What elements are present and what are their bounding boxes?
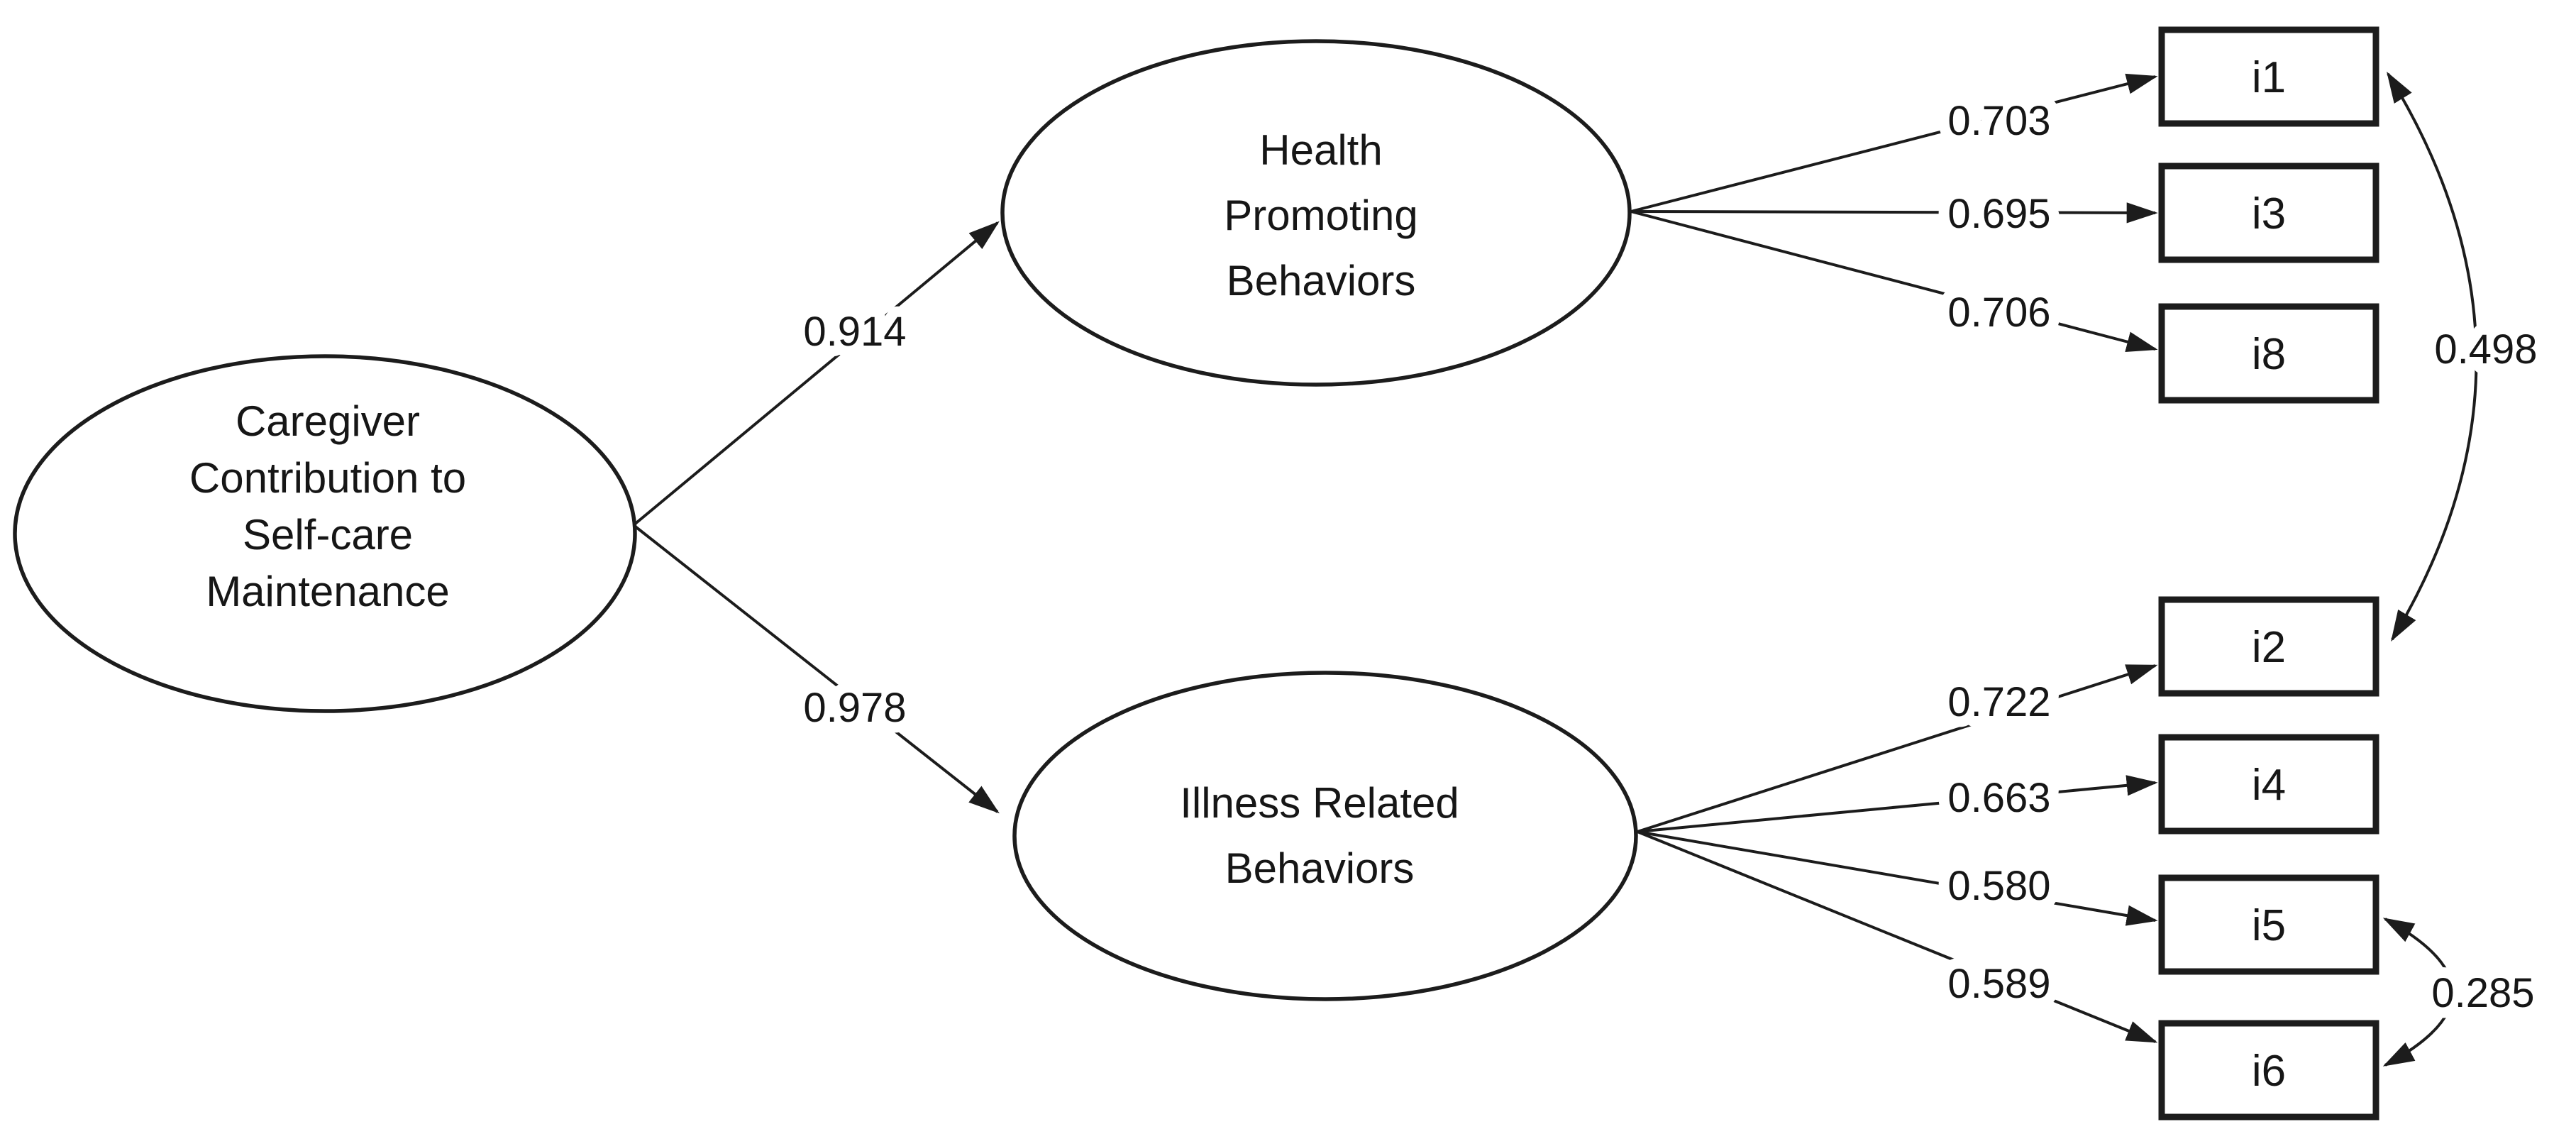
path-coefficient-irb: 0.978 xyxy=(803,685,906,731)
indicator-box-i2 xyxy=(2158,596,2379,697)
indicator-box-i1 xyxy=(2158,26,2379,127)
loading-line-irb-i2 xyxy=(1637,664,2158,833)
indicator-label-i1: i1 xyxy=(2252,53,2286,102)
indicator-label-i3: i3 xyxy=(2252,189,2286,238)
loading-value-i3: 0.695 xyxy=(1947,191,2050,237)
loading-value-i8: 0.706 xyxy=(1947,290,2050,336)
indicator-box-i5 xyxy=(2158,874,2379,975)
indicator-label-i8: i8 xyxy=(2252,330,2286,379)
indicator-label-i2: i2 xyxy=(2252,623,2286,672)
covariance-arc-i1-i2 xyxy=(2387,71,2478,642)
latent-ellipse-caregiver-contribution xyxy=(13,354,637,713)
latent-label-line: Behaviors xyxy=(1227,257,1416,304)
loading-line-hpb-i8 xyxy=(1630,210,2158,352)
loading-value-i6: 0.589 xyxy=(1947,961,2050,1007)
covariance-arc-i5-i6 xyxy=(2382,918,2454,1067)
indicator-box-i6 xyxy=(2158,1020,2379,1121)
loading-line-irb-i4 xyxy=(1637,775,2158,833)
loading-line-irb-i6 xyxy=(1637,830,2158,1043)
indicator-box-i3 xyxy=(2158,163,2379,263)
indicator-label-i5: i5 xyxy=(2252,901,2286,950)
latent-label-line: Caregiver xyxy=(236,397,420,445)
path-ccscm-to-hpb xyxy=(632,221,1000,527)
latent-label-line: Health xyxy=(1259,126,1382,174)
loading-line-hpb-i3 xyxy=(1630,202,2158,224)
covariance-value-i1-i2: 0.498 xyxy=(2434,326,2537,373)
indicator-box-i4 xyxy=(2158,734,2379,835)
loading-line-hpb-i1 xyxy=(1630,73,2158,213)
indicator-label-i4: i4 xyxy=(2252,761,2286,810)
path-coefficient-hpb: 0.914 xyxy=(803,309,906,355)
loading-line-irb-i5 xyxy=(1637,830,2158,926)
latent-label-line: Contribution to xyxy=(189,454,466,502)
latent-ellipse-illness-related-behaviors xyxy=(1012,671,1638,1001)
loading-value-i2: 0.722 xyxy=(1947,679,2050,725)
covariance-value-i5-i6: 0.285 xyxy=(2431,970,2534,1016)
loading-value-i5: 0.580 xyxy=(1947,863,2050,909)
indicator-box-i8 xyxy=(2158,303,2379,404)
loading-value-i1: 0.703 xyxy=(1947,98,2050,144)
latent-label-line: Maintenance xyxy=(206,568,450,615)
latent-label-line: Illness Related xyxy=(1180,779,1459,827)
loading-value-i4: 0.663 xyxy=(1947,775,2050,821)
latent-ellipse-health-promoting-behaviors xyxy=(1000,39,1632,387)
indicator-label-i6: i6 xyxy=(2252,1047,2286,1096)
latent-label-line: Self-care xyxy=(243,511,413,558)
path-ccscm-to-irb xyxy=(632,524,1000,814)
latent-label-line: Behaviors xyxy=(1225,844,1415,892)
latent-label-line: Promoting xyxy=(1224,192,1417,239)
